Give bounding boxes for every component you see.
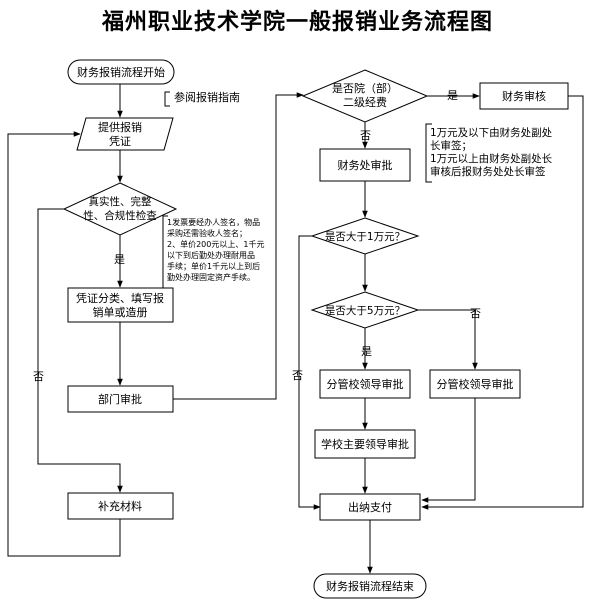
classify-label-2: 销单或造册 (93, 305, 148, 319)
check-label-2: 性、合规性检查 (83, 209, 157, 222)
cashier-payment-node (319, 493, 421, 521)
level2-label-2: 二级经费 (343, 96, 387, 109)
gt50k-no-label: 否 (470, 307, 481, 320)
edge-gt50k-no-leader (418, 309, 478, 370)
gt-10k-label: 是否大于1万元？ (325, 230, 405, 243)
gt10k-no-label: 否 (292, 369, 303, 382)
check-note-line-1: 1发票要经办人签名，物品 (167, 217, 260, 227)
page-title: 福州职业技术学院一般报销业务流程图 (101, 10, 493, 35)
start-label: 财务报销流程开始 (77, 65, 165, 79)
leader-approval-no-label: 分管校领导审批 (437, 377, 514, 391)
cashier-payment-label: 出纳支付 (348, 500, 392, 514)
finapprove-note-bracket (425, 123, 432, 183)
finapprove-note-line-3: 1万元以上由财务处副处长 (430, 152, 553, 165)
check-note-line-2: 采购还需验收人签名； (167, 228, 247, 238)
check-note-line-3: 2、单价200元以上、1千元 (167, 239, 264, 249)
provide-voucher-node (76, 117, 174, 151)
end-node (313, 573, 427, 599)
start-node (67, 59, 175, 85)
level2-no-label: 否 (360, 129, 371, 142)
leader-approval-yes-label: 分管校领导审批 (327, 377, 404, 391)
finapprove-note: 1万元及以下由财务处副处 长审签； 1万元以上由财务处副处长 审核后报财务处处长… (430, 126, 553, 178)
leader-approval-yes-node (319, 369, 411, 399)
check-note-line-6: 勤处办理固定资产手续。 (167, 272, 255, 282)
authenticity-check-node (62, 182, 178, 236)
principal-approval-label: 学校主要领导审批 (321, 437, 409, 451)
edge-gt10k-no-cashier (298, 235, 321, 510)
level2-label-1: 是否院（部） (332, 81, 398, 95)
edge-dept-level2 (173, 92, 304, 400)
edge-supplement-provide (7, 131, 121, 557)
end-label: 财务报销流程结束 (326, 579, 414, 593)
check-yes-label: 是 (114, 253, 125, 266)
check-no-label: 否 (33, 370, 44, 383)
edge-check-no-supplement (37, 208, 123, 493)
finance-approval-node (319, 148, 411, 182)
dept-approval-label: 部门审批 (98, 392, 142, 406)
provide-label-1: 提供报销 (98, 120, 142, 134)
provide-label-2: 凭证 (109, 134, 131, 148)
finapprove-note-line-2: 长审签； (430, 139, 472, 152)
edge-audit-cashier (421, 95, 584, 510)
finance-audit-label: 财务审核 (502, 89, 546, 103)
finance-approval-label: 财务处审批 (338, 158, 393, 172)
check-note-line-5: 手续；单价1千元以上到后 (167, 261, 260, 271)
guide-bracket (164, 91, 170, 107)
check-note: 1发票要经办人签名，物品 采购还需验收人签名； 2、单价200元以上、1千元 以… (167, 217, 264, 282)
edge-leader-no-cashier (421, 398, 476, 503)
finapprove-note-line-4: 审核后报财务处处长审签 (430, 165, 546, 178)
gt-50k-label: 是否大于5万元？ (325, 304, 405, 317)
finapprove-note-line-1: 1万元及以下由财务处副处 (430, 126, 553, 139)
principal-approval-node (314, 429, 416, 459)
guide-label: 参阅报销指南 (174, 90, 240, 104)
leader-approval-no-node (429, 369, 521, 399)
check-label-1: 真实性、完整 (89, 195, 152, 208)
check-note-line-4: 以下到后勤处办理耐用品 (167, 250, 255, 260)
level2-yes-label: 是 (447, 89, 458, 102)
classify-label-1: 凭证分类、填写报 (76, 291, 164, 305)
gt50k-yes-label: 是 (361, 345, 372, 358)
supplement-label: 补充材料 (98, 499, 142, 513)
supplement-node (67, 492, 174, 520)
